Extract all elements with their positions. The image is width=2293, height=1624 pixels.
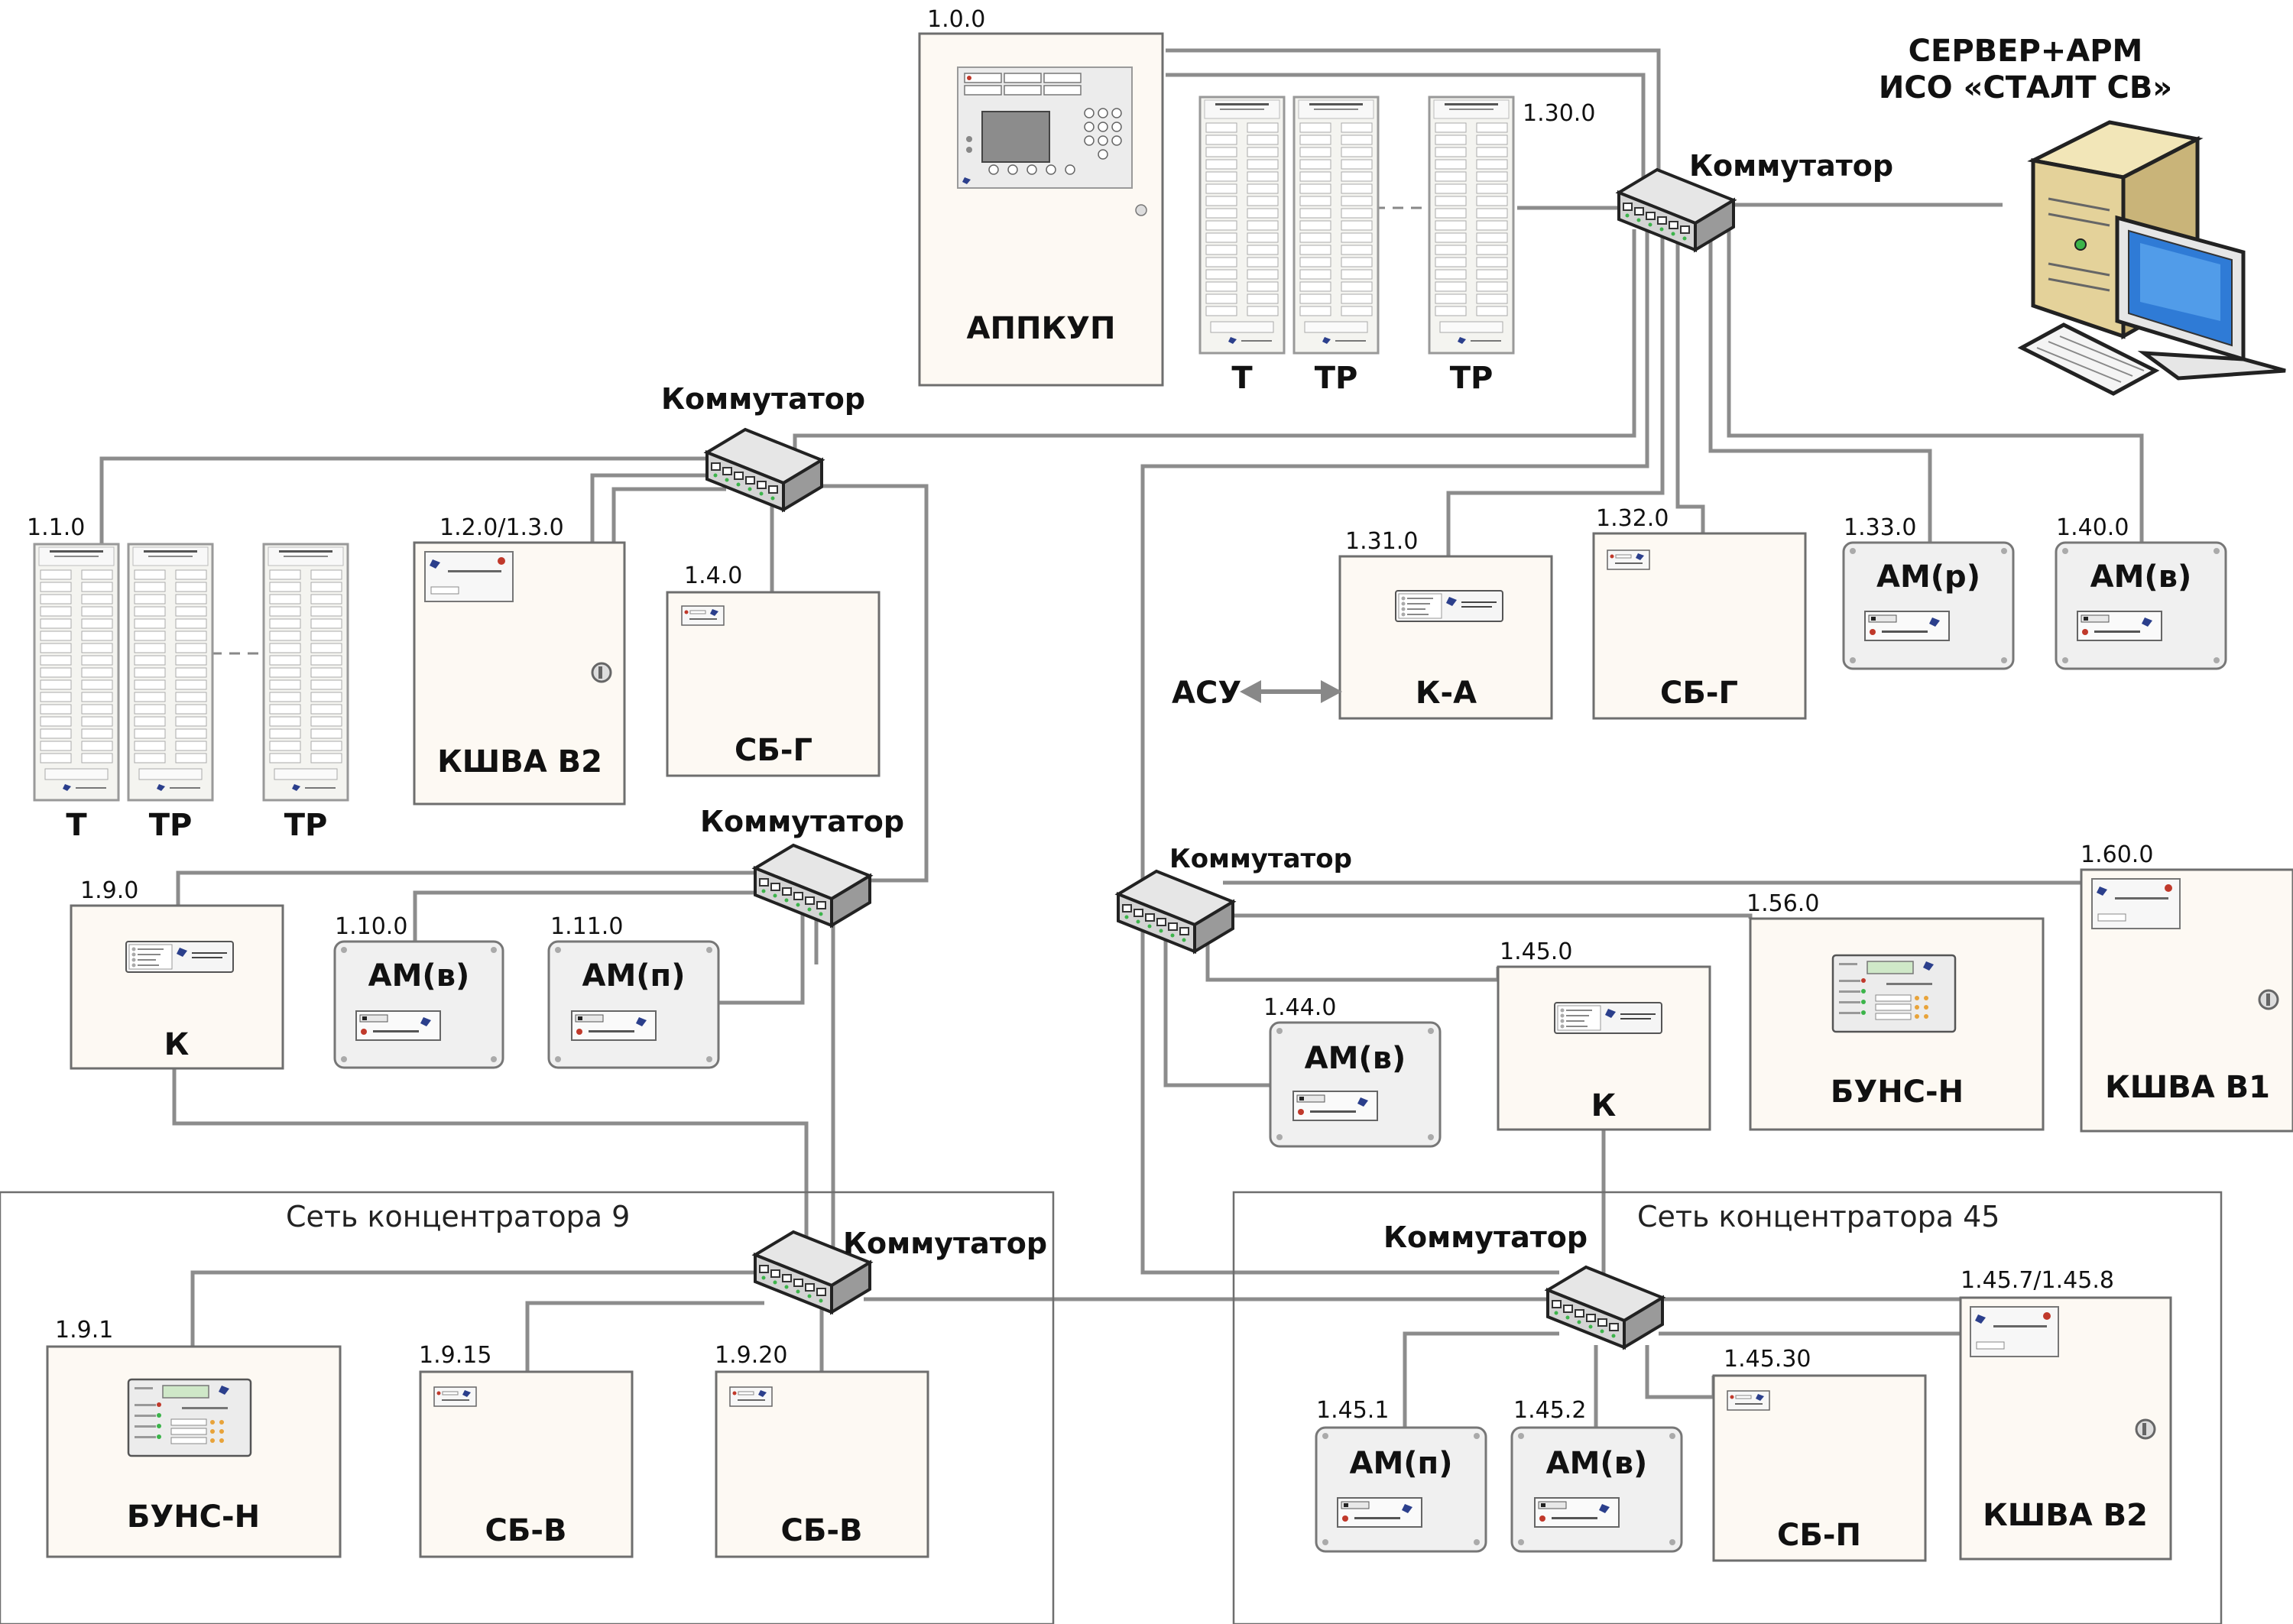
switch-top-label: Коммутатор (1689, 149, 1893, 183)
device-kshva-1457[interactable]: 1.45.7/1.45.8 КШВА В2 (1959, 1267, 2172, 1561)
device-sbv-1920[interactable]: 1.9.20 СБ-В (715, 1342, 929, 1558)
buns-156-label: БУНС-Н (1831, 1075, 1964, 1110)
switch-hub9[interactable]: Коммутатор (754, 1227, 1047, 1314)
am-140-id: 1.40.0 (2056, 514, 2129, 541)
left-panels-id: 1.1.0 (27, 514, 85, 541)
switch-hub45-label: Коммутатор (1383, 1220, 1588, 1254)
device-buns-191[interactable]: 1.9.1 БУНС-Н (46, 1317, 342, 1558)
kshva-left-label: КШВА В2 (437, 744, 602, 780)
am-111-id: 1.11.0 (550, 913, 623, 940)
device-am-1452[interactable]: 1.45.2 АМ(в) (1510, 1397, 1683, 1553)
hub45-network-label: Сеть концентратора 45 (1637, 1200, 1999, 1233)
switch-middle[interactable]: Коммутатор (1117, 844, 1352, 953)
top-panel-label-t: Т (1231, 361, 1253, 396)
am-1451-id: 1.45.1 (1316, 1397, 1389, 1424)
device-buns-156[interactable]: 1.56.0 БУНС-Н (1747, 890, 2045, 1131)
device-kshva-left[interactable]: 1.2.0/1.3.0 КШВА В2 (413, 514, 626, 806)
am-144-label: АМ(в) (1305, 1041, 1406, 1076)
k-145-label: К (1591, 1088, 1617, 1123)
ka-131-label: К-А (1416, 676, 1477, 711)
server-title-line1: СЕРВЕР+АРМ (1909, 34, 2143, 69)
am-1452-label: АМ(в) (1546, 1446, 1648, 1481)
device-ka-131[interactable]: 1.31.0 К-А (1338, 528, 1553, 720)
kshva-left-id: 1.2.0/1.3.0 (439, 514, 564, 541)
device-am-111[interactable]: 1.11.0 АМ(п) (547, 913, 720, 1069)
device-top-panels[interactable]: 1.30.0 Т ТР ТР (1200, 97, 1595, 396)
ka-131-id: 1.31.0 (1345, 528, 1418, 555)
device-am-133[interactable]: 1.33.0 АМ(р) (1842, 514, 2015, 670)
top-panel-label-tr-1: ТР (1315, 361, 1358, 396)
switch-hub45[interactable]: Коммутатор (1383, 1220, 1664, 1349)
kshva-160-id: 1.60.0 (2081, 841, 2153, 868)
sbp-14530-label: СБ-П (1777, 1518, 1861, 1553)
sbv-1915-id: 1.9.15 (419, 1342, 491, 1369)
top-panel-label-tr-2: ТР (1450, 361, 1494, 396)
buns-156-id: 1.56.0 (1747, 890, 1819, 917)
top-panels-id: 1.30.0 (1523, 100, 1595, 127)
sbg-left-id: 1.4.0 (684, 562, 742, 589)
am-133-label: АМ(р) (1876, 559, 1980, 595)
sbv-1920-id: 1.9.20 (715, 1342, 787, 1369)
switch-left[interactable]: Коммутатор (661, 382, 865, 511)
kshva-1457-label: КШВА В2 (1983, 1498, 2148, 1533)
device-am-140[interactable]: 1.40.0 АМ(в) (2055, 514, 2227, 670)
switch-left-middle[interactable]: Коммутатор (700, 805, 904, 927)
device-sbv-1915[interactable]: 1.9.15 СБ-В (419, 1342, 634, 1558)
hub45-network-region (1232, 1191, 2223, 1624)
device-k-145[interactable]: 1.45.0 К (1497, 938, 1711, 1131)
device-kshva-160[interactable]: 1.60.0 КШВА В1 (2080, 841, 2293, 1133)
device-appkup[interactable]: 1.0.0 АППКУП (918, 6, 1164, 387)
sbg-left-label: СБ-Г (735, 733, 812, 768)
k-19-id: 1.9.0 (80, 877, 138, 904)
am-144-id: 1.44.0 (1263, 994, 1336, 1021)
asu-label: АСУ (1172, 676, 1241, 711)
buns-191-label: БУНС-Н (127, 1499, 260, 1535)
sbv-1920-label: СБ-В (781, 1513, 863, 1548)
kshva-1457-id: 1.45.7/1.45.8 (1961, 1267, 2114, 1294)
sbv-1915-label: СБ-В (485, 1513, 567, 1548)
appkup-id: 1.0.0 (927, 6, 985, 33)
device-am-1451[interactable]: 1.45.1 АМ(п) (1315, 1397, 1487, 1553)
connections (99, 48, 2144, 1428)
am-111-label: АМ(п) (582, 958, 686, 994)
am-140-label: АМ(в) (2090, 559, 2192, 595)
am-110-id: 1.10.0 (335, 913, 407, 940)
appkup-label: АППКУП (967, 311, 1116, 346)
hub9-network-region (0, 1191, 1055, 1624)
device-sbg-left[interactable]: 1.4.0 СБ-Г (666, 562, 881, 777)
switch-left-label: Коммутатор (661, 382, 865, 416)
device-k-19[interactable]: 1.9.0 К (70, 877, 284, 1070)
left-panel-label-tr-1: ТР (149, 808, 193, 843)
device-left-panels[interactable]: 1.1.0 Т ТР ТР (27, 514, 348, 843)
k-19-label: К (164, 1027, 190, 1062)
server-title-line2: ИСО «СТАЛТ СВ» (1879, 70, 2172, 105)
device-sbp-14530[interactable]: 1.45.30 СБ-П (1712, 1346, 1927, 1562)
device-am-110[interactable]: 1.10.0 АМ(в) (333, 913, 504, 1069)
am-1451-label: АМ(п) (1350, 1446, 1453, 1481)
sbp-14530-id: 1.45.30 (1724, 1346, 1811, 1373)
left-panel-label-tr-2: ТР (284, 808, 328, 843)
device-am-144[interactable]: 1.44.0 АМ(в) (1263, 994, 1442, 1148)
am-110-label: АМ(в) (368, 958, 470, 994)
buns-191-id: 1.9.1 (55, 1317, 113, 1344)
switch-middle-label: Коммутатор (1169, 844, 1352, 874)
am-1452-id: 1.45.2 (1513, 1397, 1586, 1424)
server-workstation[interactable]: СЕРВЕР+АРМ ИСО «СТАЛТ СВ» (1879, 34, 2286, 396)
sbg-132-label: СБ-Г (1660, 676, 1738, 711)
am-133-id: 1.33.0 (1844, 514, 1916, 541)
device-sbg-132[interactable]: 1.32.0 СБ-Г (1592, 505, 1807, 720)
left-panel-label-t: Т (66, 808, 87, 843)
switch-left-middle-label: Коммутатор (700, 805, 904, 838)
hub9-network-label: Сеть концентратора 9 (286, 1200, 630, 1233)
asu-link: АСУ (1172, 676, 1342, 711)
kshva-160-label: КШВА В1 (2105, 1070, 2270, 1105)
switch-top[interactable]: Коммутатор (1617, 149, 1893, 251)
switch-hub9-label: Коммутатор (843, 1227, 1047, 1260)
k-145-id: 1.45.0 (1500, 938, 1572, 965)
sbg-132-id: 1.32.0 (1596, 505, 1669, 532)
